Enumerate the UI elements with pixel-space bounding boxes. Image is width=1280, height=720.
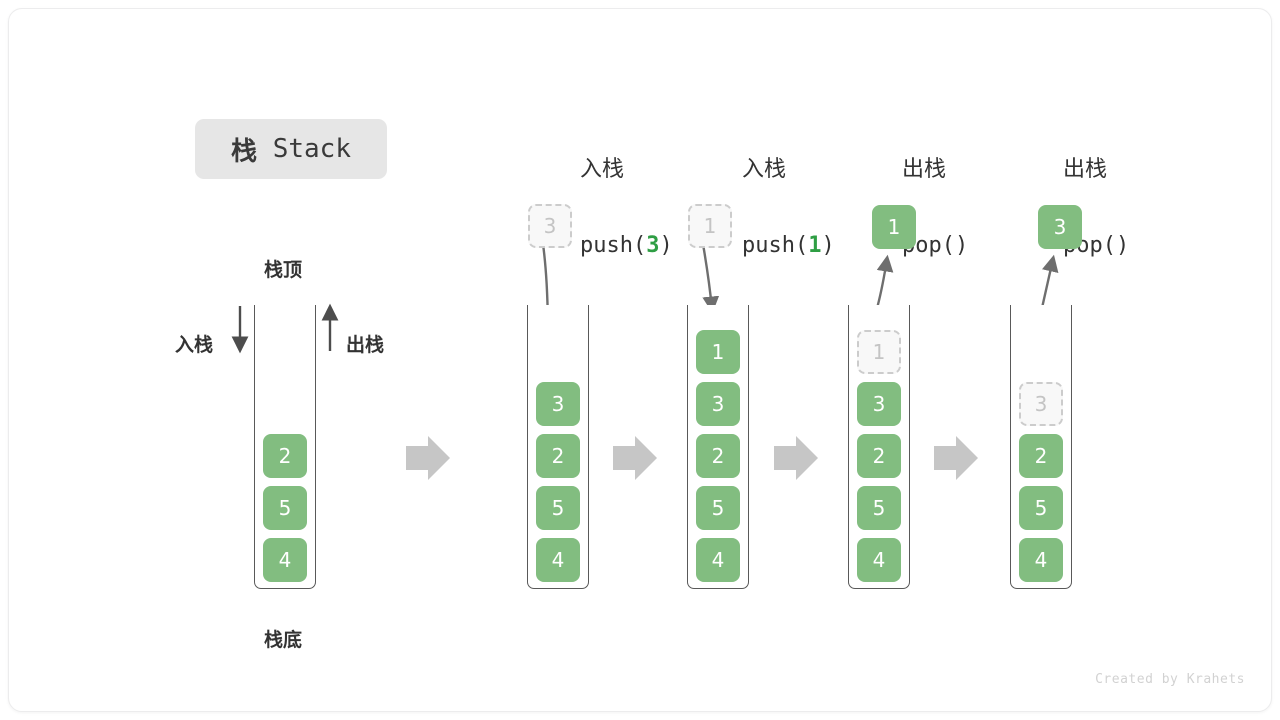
popped-ghost-element: 3 [1019,382,1063,426]
flow-arrow-1 [406,436,450,480]
stack-cell: 4 [857,538,901,582]
stack-cell: 5 [263,486,307,530]
step-header-op-prefix: push( [579,233,647,258]
stack-cell: 4 [536,538,580,582]
attribution-footer: Created by Krahets [1095,672,1245,687]
stack-top-label: 栈顶 [264,259,303,281]
page-title: 栈 Stack [195,119,387,179]
stack-bottom-label: 栈底 [264,629,303,651]
stack-cell: 2 [857,434,901,478]
step-header-op-suffix: ) [821,233,835,258]
stack-cell: 5 [536,486,580,530]
stack-cell: 5 [857,486,901,530]
stack-cell: 2 [536,434,580,478]
step-header-op-suffix: ) [1115,233,1130,258]
push-side-label: 入栈 [175,334,214,356]
stack-cell: 5 [696,486,740,530]
step-header-op-suffix: ) [954,233,969,258]
stack-cell: 5 [1019,486,1063,530]
pop-side-label: 出栈 [346,334,385,356]
flow-arrow-2 [613,436,657,480]
step-header-push-1: 入栈 push(1) [689,113,835,303]
floating-element: 1 [872,205,916,249]
stack-cell: 3 [536,382,580,426]
floating-element: 3 [1038,205,1082,249]
stack-cell: 4 [696,538,740,582]
step-header-cn: 出栈 [901,157,946,182]
step-header-pop-3: 出栈 pop() [1010,113,1129,303]
stack-cell: 2 [1019,434,1063,478]
flow-arrow-4 [934,436,978,480]
stack-cell: 3 [857,382,901,426]
step-header-cn: 出栈 [1062,157,1107,182]
stack-cell: 1 [696,330,740,374]
stack-cell: 4 [263,538,307,582]
step-header-op-suffix: ) [659,233,673,258]
page-title-cn: 栈 [231,136,258,167]
diagram-card: 栈 Stack 栈顶 栈底 入栈 出栈 2 5 4 入栈 push(3) 3 3… [8,8,1272,712]
stack-cell: 3 [696,382,740,426]
step-header-cn: 入栈 [741,157,786,182]
popped-ghost-element: 1 [857,330,901,374]
page-title-en: Stack [257,134,351,164]
step-header-op-arg: 3 [646,233,660,258]
stack-cell: 4 [1019,538,1063,582]
floating-element: 3 [528,204,572,248]
flow-arrow-3 [774,436,818,480]
step-header-op-arg: 1 [808,233,822,258]
stack-cell: 2 [696,434,740,478]
step-header-push-3: 入栈 push(3) [527,113,673,303]
step-header-op-prefix: push( [741,233,809,258]
floating-element: 1 [688,204,732,248]
step-header-cn: 入栈 [579,157,624,182]
stack-cell: 2 [263,434,307,478]
